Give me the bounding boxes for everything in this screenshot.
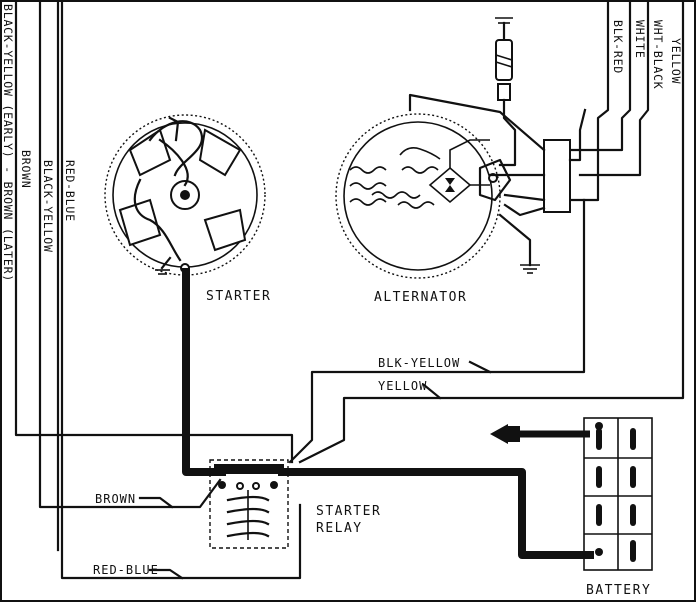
label-starter: STARTER (206, 289, 271, 304)
label-wire-yellow: YELLOW (378, 379, 427, 393)
wire-brown-left (38, 0, 222, 509)
cable-relay-to-battery (278, 468, 594, 559)
label-wire-yellow-right: YELLOW (669, 38, 683, 84)
wire-yellow-right (298, 0, 685, 464)
wiring-connector (543, 139, 571, 213)
alternator-rectifier (428, 166, 472, 204)
cable-starter-to-relay (182, 268, 226, 476)
alternator-housing-outer (335, 113, 501, 279)
sender-unit (495, 17, 517, 167)
label-wire-left-red-blue: RED-BLUE (63, 160, 77, 222)
alternator-output-terminal (478, 158, 512, 202)
label-wire-blk-yellow: BLK-YELLOW (378, 356, 460, 370)
starter-field-coil-3 (118, 198, 162, 247)
label-battery: BATTERY (586, 583, 651, 598)
starter-relay-terminal-2 (270, 481, 278, 489)
starter-relay-terminal-1 (218, 481, 226, 489)
label-alternator: ALTERNATOR (374, 290, 467, 305)
starter-relay-housing (209, 459, 289, 549)
starter-relay-contact-bar (214, 464, 284, 474)
wire-black-yellow-early (14, 0, 294, 464)
battery-cell-straps (595, 422, 636, 562)
label-wire-white: WHITE (633, 20, 647, 59)
starter-field-coil-1 (128, 128, 172, 177)
label-wire-blk-red: BLK-RED (611, 20, 625, 74)
label-wire-red-blue-bottom: RED-BLUE (93, 563, 159, 577)
starter-field-coil-2 (198, 128, 242, 177)
connector-block (408, 93, 587, 217)
alternator-coil-bottom (371, 191, 421, 199)
wire-white (568, 0, 632, 152)
starter-relay-coil (226, 495, 270, 538)
label-wire-wht-black: WHT-BLACK (651, 20, 665, 90)
label-starter-relay-line1: STARTER (316, 504, 381, 519)
label-wire-left-black-yellow: BLACK-YELLOW (41, 160, 55, 253)
wire-wht-black (578, 0, 650, 177)
label-wire-left-brown: BROWN (19, 150, 33, 189)
right-wire-bundle (298, 0, 685, 464)
label-wire-brown-bottom: BROWN (95, 492, 136, 506)
starter-relay (209, 459, 289, 549)
alternator-coil-top (401, 166, 439, 174)
starter-housing-outer (104, 114, 266, 276)
wire-blk-yellow-horizontal (288, 198, 586, 464)
label-wire-left-outer: BLACK-YELLOW (EARLY) - BROWN (LATER) (1, 4, 15, 282)
label-starter-relay-line2: RELAY (316, 521, 363, 536)
starter-field-coil-4 (203, 208, 247, 252)
alternator (335, 113, 540, 279)
alternator-housing-inner (343, 121, 493, 271)
battery (490, 417, 653, 571)
alternator-coil-left (349, 166, 387, 206)
starter-motor (104, 114, 266, 276)
wire-blk-red (568, 0, 610, 202)
battery-ground-arrow (490, 424, 508, 444)
